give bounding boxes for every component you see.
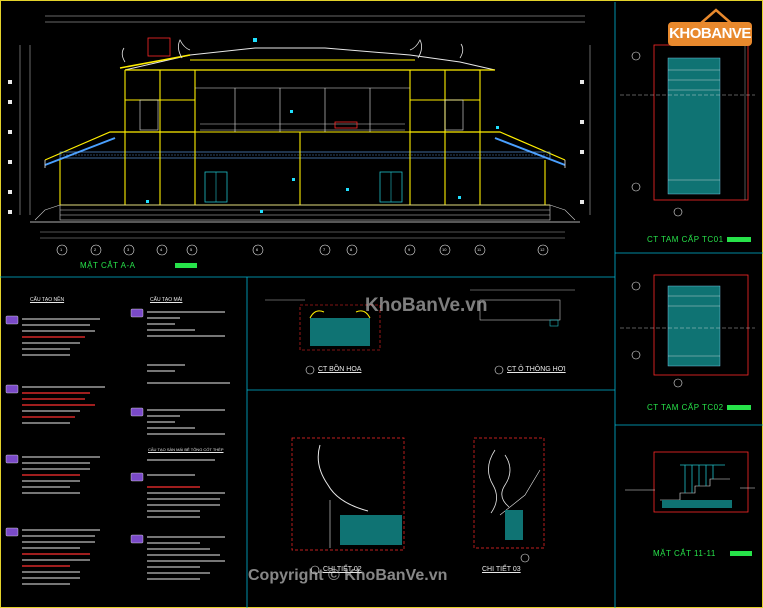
axis-label: 12 xyxy=(540,247,545,252)
axis-label: 5 xyxy=(190,247,193,252)
detail-bon-hoa-title: CT BỒN HOA xyxy=(318,366,362,373)
center-watermark: KhoBanVe.vn xyxy=(365,295,488,316)
section-a-title: MẶT CẮT A-A xyxy=(80,261,136,270)
axis-label: 8 xyxy=(350,247,353,252)
detail-thong-hoi-title: CT Ô THÔNG HƠI xyxy=(507,366,566,373)
axis-label: 6 xyxy=(256,247,259,252)
title-underline-bar xyxy=(727,405,751,410)
khobanve-logo: KHOBANVE xyxy=(668,22,752,46)
axis-label: 10 xyxy=(442,247,447,252)
axis-label: 11 xyxy=(477,247,482,252)
title-underline-bar xyxy=(727,237,751,242)
detail-02-title: CHI TIẾT 02 xyxy=(323,566,362,573)
copyright-watermark: Copyright © KhoBanVe.vn xyxy=(248,567,448,584)
axis-label: 4 xyxy=(160,247,163,252)
section-11-title: MẶT CẮT 11-11 xyxy=(653,549,716,558)
stair-tc01-title: CT TAM CẤP TC01 xyxy=(647,235,724,244)
axis-label: 9 xyxy=(408,247,411,252)
notes-roof-slab-header: CẤU TẠO SÀN MÁI BÊ TÔNG CỐT THÉP xyxy=(148,447,224,452)
axis-label: 3 xyxy=(127,247,130,252)
axis-label: 2 xyxy=(94,247,97,252)
title-underline-bar xyxy=(730,551,752,556)
axis-label: 7 xyxy=(323,247,326,252)
axis-label: 1 xyxy=(60,247,63,252)
notes-roof-header: CẤU TẠO MÁI xyxy=(150,297,183,303)
title-underline-bar xyxy=(175,263,197,268)
detail-03-title: CHI TIẾT 03 xyxy=(482,566,521,573)
notes-floor-header: CẤU TẠO NỀN xyxy=(30,297,65,303)
stair-tc02-title: CT TAM CẤP TC02 xyxy=(647,403,724,412)
